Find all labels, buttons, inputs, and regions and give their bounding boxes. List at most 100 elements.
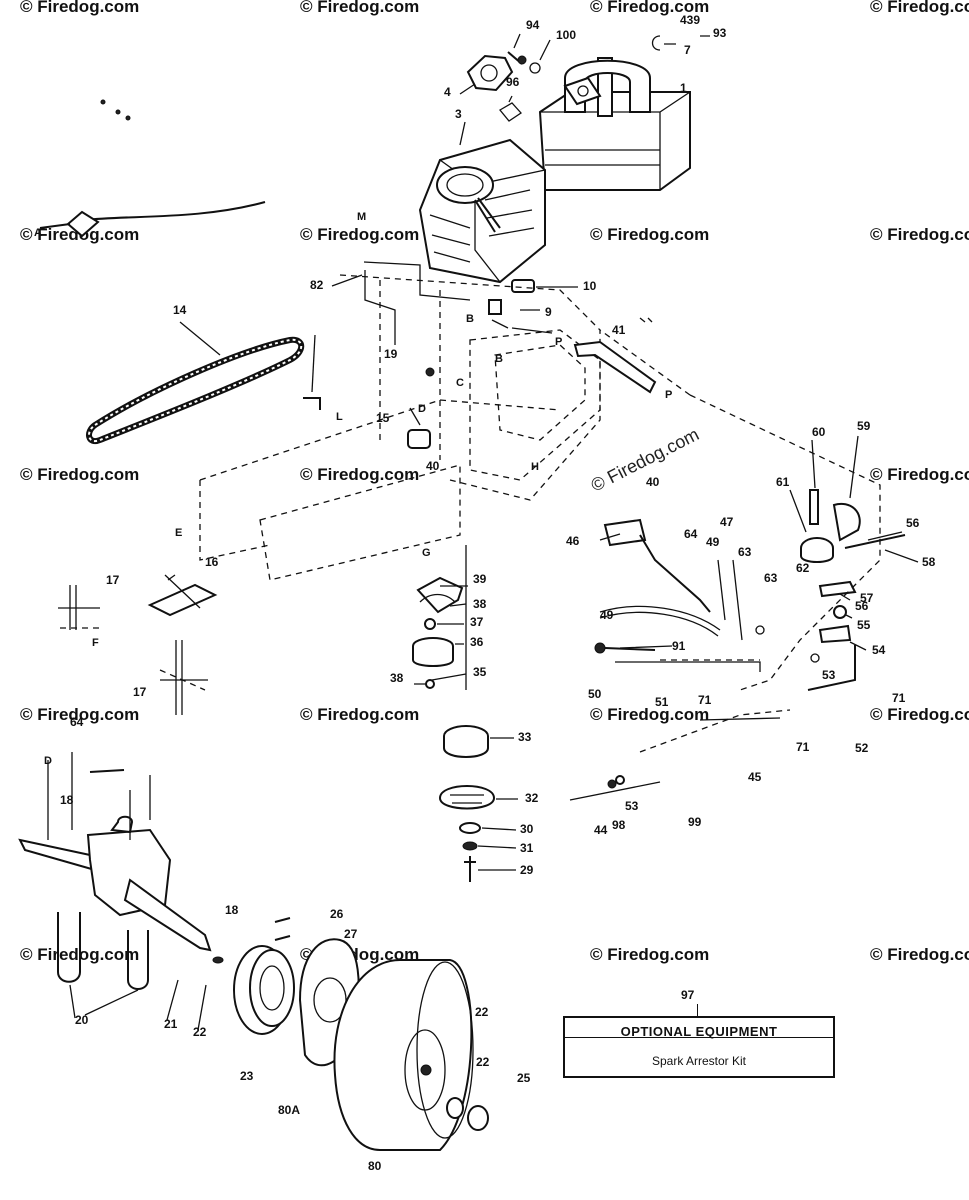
optional-equipment-title: OPTIONAL EQUIPMENT — [620, 1024, 778, 1039]
letter-label: F — [92, 637, 99, 649]
part-label: 46 — [566, 534, 580, 548]
watermark: © Firedog.com — [870, 225, 969, 244]
part-label: 96 — [506, 75, 520, 89]
part-label: 26 — [330, 907, 344, 921]
part-label: 22 — [193, 1025, 207, 1039]
letter-label: E — [175, 527, 182, 539]
part-label: 39 — [473, 572, 487, 586]
part-label: 30 — [520, 822, 534, 836]
wheel-assembly — [212, 917, 489, 1151]
part-label: 50 — [588, 687, 602, 701]
part-label: 53 — [625, 799, 639, 813]
part-label: 57 — [860, 591, 874, 605]
part-label: 54 — [872, 643, 886, 657]
part-label: 100 — [556, 28, 576, 42]
part-label: 38 — [390, 671, 404, 685]
part-label: 29 — [520, 863, 534, 877]
part-label: 18 — [60, 793, 74, 807]
part-label: 71 — [698, 693, 712, 707]
part-label: 55 — [857, 618, 871, 632]
part-label: 439 — [680, 13, 700, 27]
shift-linkage-part — [569, 489, 906, 801]
throttle-cable-part — [39, 99, 266, 238]
part-label: 52 — [855, 741, 869, 755]
letter-label: G — [422, 547, 431, 559]
part-label: 64 — [684, 527, 698, 541]
part-label: 38 — [473, 597, 487, 611]
part-label: 49 — [600, 608, 614, 622]
part-label: 3 — [455, 107, 462, 121]
muffler-part — [538, 35, 691, 191]
part-label: 60 — [812, 425, 826, 439]
part-label: 63 — [764, 571, 778, 585]
part-label: 41 — [612, 323, 626, 337]
letter-labels: A B B C D D E F G H L M P P — [34, 211, 672, 767]
gasket-part — [466, 51, 541, 122]
part-labels: 1 3 4 7 9 10 14 15 16 17 17 18 18 19 20 … — [60, 13, 936, 1173]
part-label: 56 — [906, 516, 920, 530]
letter-label: H — [531, 461, 539, 473]
part-label: 35 — [473, 665, 487, 679]
letter-label: M — [357, 211, 366, 223]
transmission-part — [18, 752, 212, 990]
optional-equipment-item: Spark Arrestor Kit — [651, 1054, 747, 1068]
part-label: 59 — [857, 419, 871, 433]
part-label: 51 — [655, 695, 669, 709]
part-label: 62 — [796, 561, 810, 575]
chassis-outline — [199, 261, 881, 691]
letter-label: B — [466, 313, 474, 325]
part-label: 10 — [583, 279, 597, 293]
part-label: 33 — [518, 730, 532, 744]
part-label: 99 — [688, 815, 702, 829]
part-label: 17 — [106, 573, 120, 587]
part-label: 15 — [376, 411, 390, 425]
watermark-dark: © Firedog.com — [588, 424, 702, 496]
part-label: 21 — [164, 1017, 178, 1031]
part-label: 7 — [684, 43, 691, 57]
part-label: 9 — [545, 305, 552, 319]
part-label: 20 — [75, 1013, 89, 1027]
part-label: 40 — [426, 459, 440, 473]
part-label: 36 — [470, 635, 484, 649]
letter-label: A — [34, 227, 42, 239]
part-label: 40 — [646, 475, 660, 489]
part-label: 61 — [776, 475, 790, 489]
drive-belt-part — [86, 336, 305, 445]
part-label: 94 — [526, 18, 540, 32]
part-label: 91 — [672, 639, 686, 653]
watermark: © Firedog.com — [20, 465, 139, 484]
letter-label: C — [456, 377, 464, 389]
optional-equipment-divider — [565, 1037, 833, 1038]
part-label: 44 — [594, 823, 608, 837]
part-label: 31 — [520, 841, 534, 855]
watermark: © Firedog.com — [300, 0, 419, 16]
belt-guide-parts — [303, 334, 435, 449]
part-label: 63 — [738, 545, 752, 559]
watermark: © Firedog.com — [590, 225, 709, 244]
part-label: 4 — [444, 85, 451, 99]
optional-equipment-box: OPTIONAL EQUIPMENT Spark Arrestor Kit — [563, 1016, 835, 1078]
optional-equipment-ref: 97 — [681, 988, 695, 1002]
letter-label: P — [665, 389, 672, 401]
watermark: © Firedog.com — [870, 465, 969, 484]
watermark: © Firedog.com — [300, 225, 419, 244]
axle-bracket-parts — [58, 574, 218, 715]
letter-label: L — [336, 411, 343, 423]
letter-label: B — [495, 353, 503, 365]
spindle-assembly — [412, 545, 496, 882]
watermark: © Firedog.com — [590, 0, 709, 16]
idler-arm-part — [573, 317, 657, 394]
part-label: 37 — [470, 615, 484, 629]
part-label: 32 — [525, 791, 539, 805]
part-label: 56 — [855, 599, 869, 613]
part-label: 45 — [748, 770, 762, 784]
part-label: 16 — [205, 555, 219, 569]
watermark: © Firedog.com — [870, 0, 969, 16]
watermark: © Firedog.com — [20, 705, 139, 724]
part-label: 98 — [612, 818, 626, 832]
part-label: 47 — [720, 515, 734, 529]
watermark: © Firedog.com — [300, 465, 419, 484]
watermark: © Firedog.com — [20, 0, 139, 16]
letter-label: D — [418, 403, 426, 415]
